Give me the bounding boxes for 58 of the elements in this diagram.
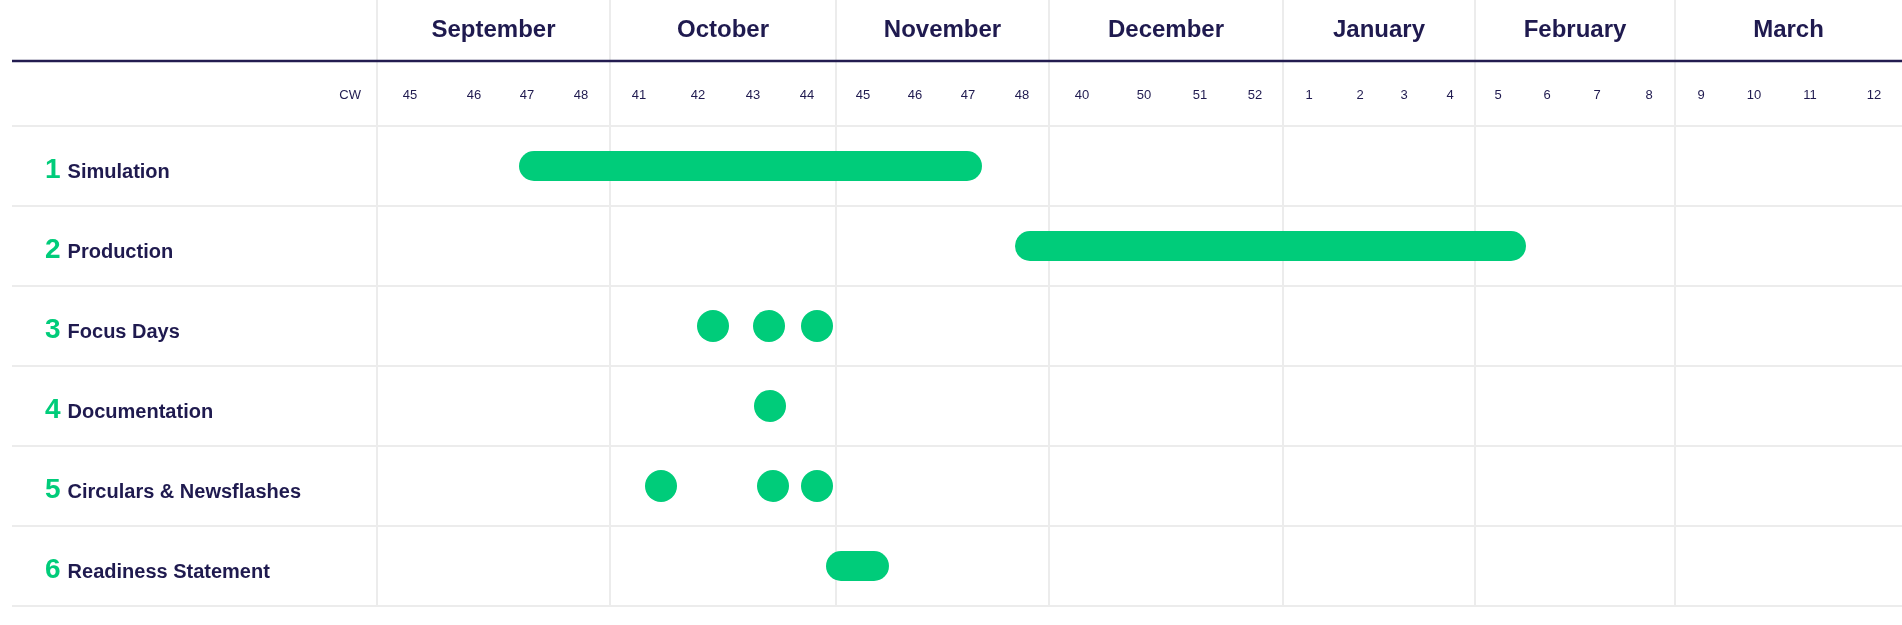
milestone-dot bbox=[753, 310, 785, 342]
week-number: 40 bbox=[1074, 87, 1090, 101]
week-number: 47 bbox=[519, 87, 535, 101]
week-number: 7 bbox=[1593, 87, 1601, 101]
month-header: February bbox=[1523, 17, 1627, 41]
week-number: 5 bbox=[1494, 87, 1502, 101]
task-name: Focus Days bbox=[67, 321, 180, 341]
week-number: 41 bbox=[631, 87, 647, 101]
task-bar bbox=[1015, 231, 1526, 261]
task-bar bbox=[826, 551, 889, 581]
row-number: 3 bbox=[45, 315, 61, 343]
row-number: 4 bbox=[45, 395, 61, 423]
week-number: 47 bbox=[960, 87, 976, 101]
task-name: Circulars & Newsflashes bbox=[67, 481, 301, 501]
row-number: 5 bbox=[45, 475, 61, 503]
week-number: 10 bbox=[1746, 87, 1762, 101]
week-number: 46 bbox=[907, 87, 923, 101]
week-number: 50 bbox=[1136, 87, 1152, 101]
week-number: 46 bbox=[466, 87, 482, 101]
month-header: November bbox=[883, 17, 1002, 41]
milestone-dot bbox=[801, 470, 833, 502]
row-number: 1 bbox=[45, 155, 61, 183]
week-number: 11 bbox=[1803, 87, 1817, 101]
week-number: 6 bbox=[1543, 87, 1551, 101]
task-name: Simulation bbox=[67, 161, 170, 181]
milestone-dot bbox=[697, 310, 729, 342]
week-number: 12 bbox=[1866, 87, 1882, 101]
week-number: 9 bbox=[1697, 87, 1705, 101]
month-header: January bbox=[1332, 17, 1426, 41]
week-number: 45 bbox=[855, 87, 871, 101]
task-bar bbox=[519, 151, 982, 181]
week-number: 1 bbox=[1305, 87, 1313, 101]
calendar-week-label: CW bbox=[339, 87, 361, 101]
milestone-dot bbox=[757, 470, 789, 502]
month-header: March bbox=[1753, 17, 1824, 41]
week-number: 48 bbox=[573, 87, 589, 101]
month-header: December bbox=[1107, 17, 1225, 41]
milestone-dot bbox=[754, 390, 786, 422]
milestone-dot bbox=[645, 470, 677, 502]
week-number: 4 bbox=[1446, 87, 1454, 101]
row-number: 6 bbox=[45, 555, 61, 583]
week-number: 51 bbox=[1192, 87, 1208, 101]
week-number: 8 bbox=[1645, 87, 1653, 101]
week-number: 2 bbox=[1356, 87, 1364, 101]
week-number: 3 bbox=[1400, 87, 1408, 101]
row-number: 2 bbox=[45, 235, 61, 263]
month-header: September bbox=[431, 17, 556, 41]
week-number: 45 bbox=[402, 87, 418, 101]
month-header: October bbox=[677, 17, 769, 41]
week-number: 44 bbox=[799, 87, 815, 101]
task-name: Readiness Statement bbox=[67, 561, 270, 581]
week-number: 42 bbox=[690, 87, 706, 101]
task-name: Production bbox=[67, 241, 174, 261]
week-number: 43 bbox=[745, 87, 761, 101]
week-number: 52 bbox=[1247, 87, 1263, 101]
task-name: Documentation bbox=[67, 401, 214, 421]
week-number: 48 bbox=[1014, 87, 1030, 101]
milestone-dot bbox=[801, 310, 833, 342]
